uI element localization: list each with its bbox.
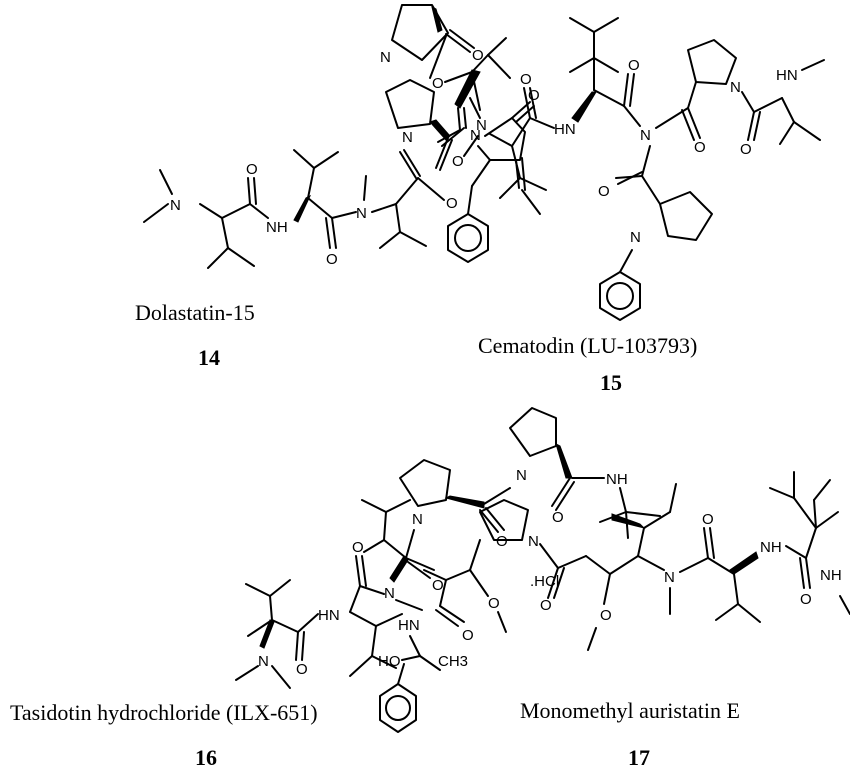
structure-tasidotin: N O NH N O O N O	[235, 407, 661, 689]
structure-mmae: N O O N O NH O	[378, 471, 850, 733]
atom-label: O	[352, 539, 364, 556]
atom-label: HO	[378, 653, 401, 670]
atom-label: NH	[760, 539, 782, 556]
atom-label: O	[452, 153, 464, 170]
atom-label: O	[740, 141, 752, 158]
atom-label: O	[326, 251, 338, 268]
atom-label: N	[476, 117, 487, 134]
compound-number-16: 16	[195, 745, 217, 770]
atom-label: O	[432, 75, 444, 92]
atom-label: O	[520, 71, 532, 88]
atom-label: O	[628, 57, 640, 74]
atom-label: O	[462, 627, 474, 644]
atom-label: N	[730, 79, 741, 96]
atom-label: O	[598, 183, 610, 200]
atom-label: N	[380, 49, 391, 66]
structure-cematodin: HN O N O N N O O HN	[463, 17, 825, 321]
atom-label: O	[472, 47, 484, 64]
atom-label: O	[694, 139, 706, 156]
atom-label: O	[702, 511, 714, 528]
atom-label: N	[258, 653, 269, 670]
atom-label: O	[600, 607, 612, 624]
atom-label: O	[528, 87, 540, 104]
atom-label: N	[402, 129, 413, 146]
atom-label: N	[630, 229, 641, 246]
atom-label: O	[296, 661, 308, 678]
atom-label: O	[496, 533, 508, 550]
atom-label: HN	[318, 607, 340, 624]
atom-label: O	[446, 195, 458, 212]
atom-label: O	[246, 161, 258, 178]
atom-label: CH3	[438, 653, 468, 670]
atom-label: HN	[398, 617, 420, 634]
compound-number-14: 14	[198, 345, 220, 370]
atom-label: NH	[820, 567, 842, 584]
atom-label: N	[170, 197, 181, 214]
structure-dolastatin-15: N O O N O N	[143, 4, 541, 269]
atom-label: O	[488, 595, 500, 612]
atom-label: N	[412, 511, 423, 528]
atom-label: N	[356, 205, 367, 222]
atom-label: N	[516, 467, 527, 484]
atom-label: N	[640, 127, 651, 144]
atom-label: N	[528, 533, 539, 550]
atom-label: O	[800, 591, 812, 608]
compound-name-15: Cematodin (LU-103793)	[478, 333, 698, 358]
atom-label: HN	[776, 67, 798, 84]
compound-name-17: Monomethyl auristatin E	[520, 698, 740, 723]
compound-name-16: Tasidotin hydrochloride (ILX-651)	[10, 700, 318, 725]
atom-label: N	[384, 585, 395, 602]
atom-label: O	[540, 597, 552, 614]
atom-label: NH	[606, 471, 628, 488]
compound-number-17: 17	[628, 745, 650, 770]
atom-label: NH	[266, 219, 288, 236]
atom-label: N	[664, 569, 675, 586]
atom-label: O	[552, 509, 564, 526]
atom-label: HN	[554, 121, 576, 138]
compound-name-14: Dolastatin-15	[135, 300, 255, 325]
compound-number-15: 15	[600, 370, 622, 395]
atom-label: N	[470, 127, 481, 144]
atom-label: O	[432, 577, 444, 594]
